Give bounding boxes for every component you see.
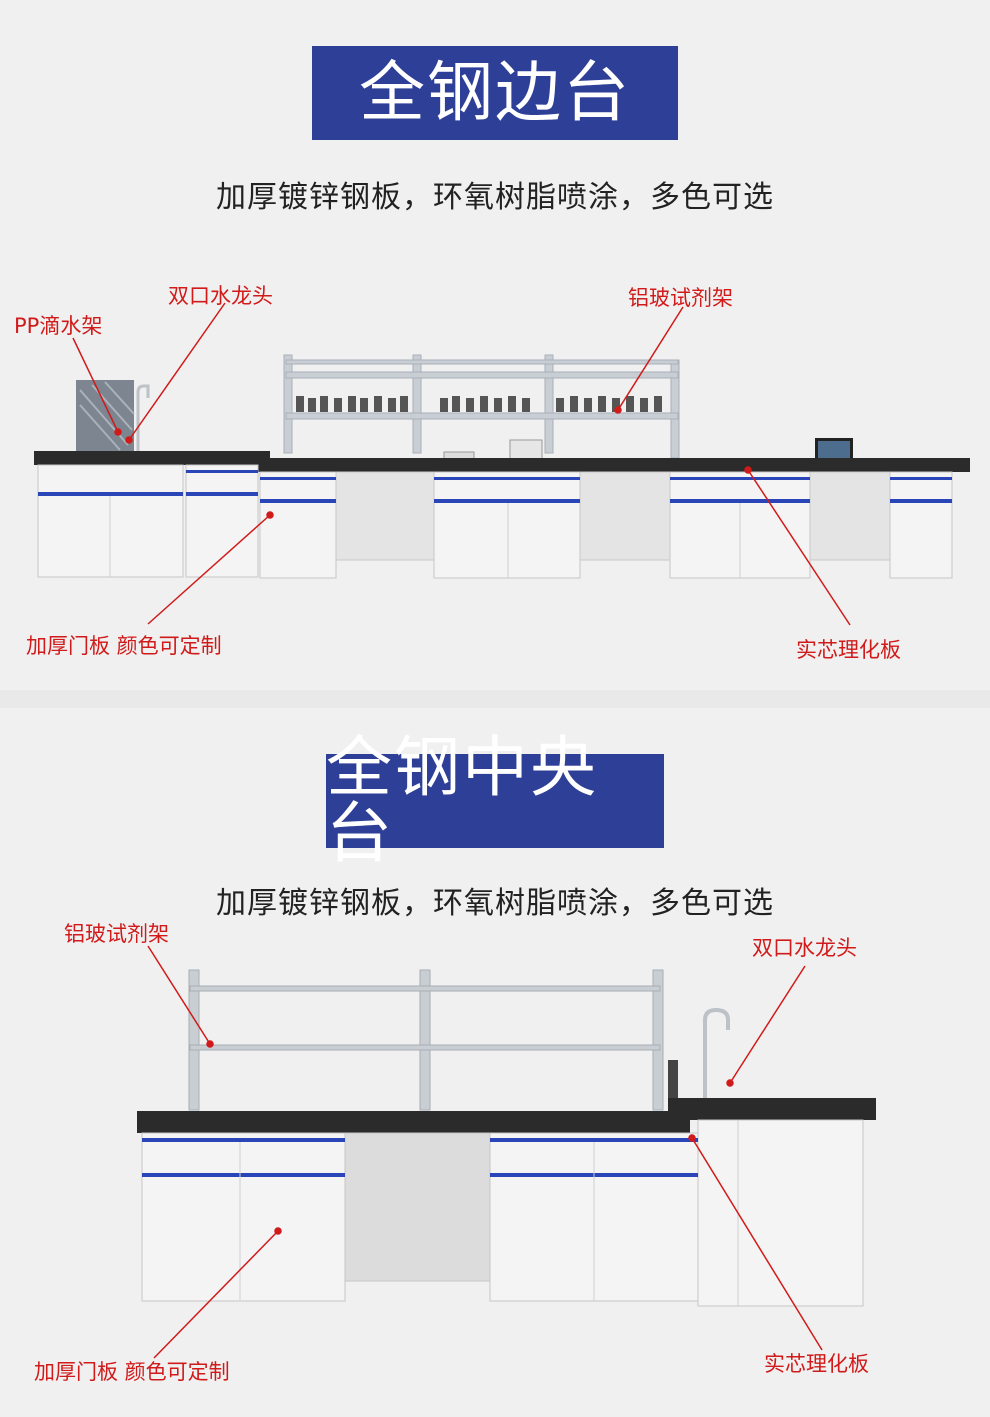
worktop-main (137, 1111, 690, 1133)
callout-door-panel: 加厚门板 颜色可定制 (34, 1360, 230, 1384)
reagent-bottles (296, 396, 662, 412)
island-bench-illustration (137, 945, 876, 1359)
callout-worktop: 实芯理化板 (764, 1352, 869, 1376)
worktop-left (34, 451, 270, 465)
section-title-banner: 全钢边台 (312, 46, 678, 140)
callout-reagent-shelf: 铝玻试剂架 (628, 286, 733, 310)
reagent-shelf (188, 969, 664, 1111)
callout-door-panel: 加厚门板 颜色可定制 (26, 634, 222, 658)
section-island-bench: 全钢中央台 加厚镀锌钢板，环氧树脂喷涂，多色可选 (0, 708, 990, 1417)
wall-bench-illustration (34, 302, 970, 626)
worktop-main (258, 458, 970, 472)
faucet (703, 1007, 730, 1098)
faucet (136, 384, 150, 455)
callout-faucet: 双口水龙头 (168, 284, 273, 308)
callout-worktop: 实芯理化板 (796, 638, 901, 662)
section-subtitle: 加厚镀锌钢板，环氧树脂喷涂，多色可选 (216, 886, 774, 921)
callout-drip-rack: PP滴水架 (14, 314, 103, 338)
section-wall-bench: 全钢边台 加厚镀锌钢板，环氧树脂喷涂，多色可选 (0, 0, 990, 690)
section-subtitle: 加厚镀锌钢板，环氧树脂喷涂，多色可选 (216, 180, 774, 215)
worktop-sink (668, 1098, 876, 1120)
callout-faucet: 双口水龙头 (752, 936, 857, 960)
callout-reagent-shelf: 铝玻试剂架 (64, 922, 169, 946)
reagent-shelf (283, 354, 680, 459)
